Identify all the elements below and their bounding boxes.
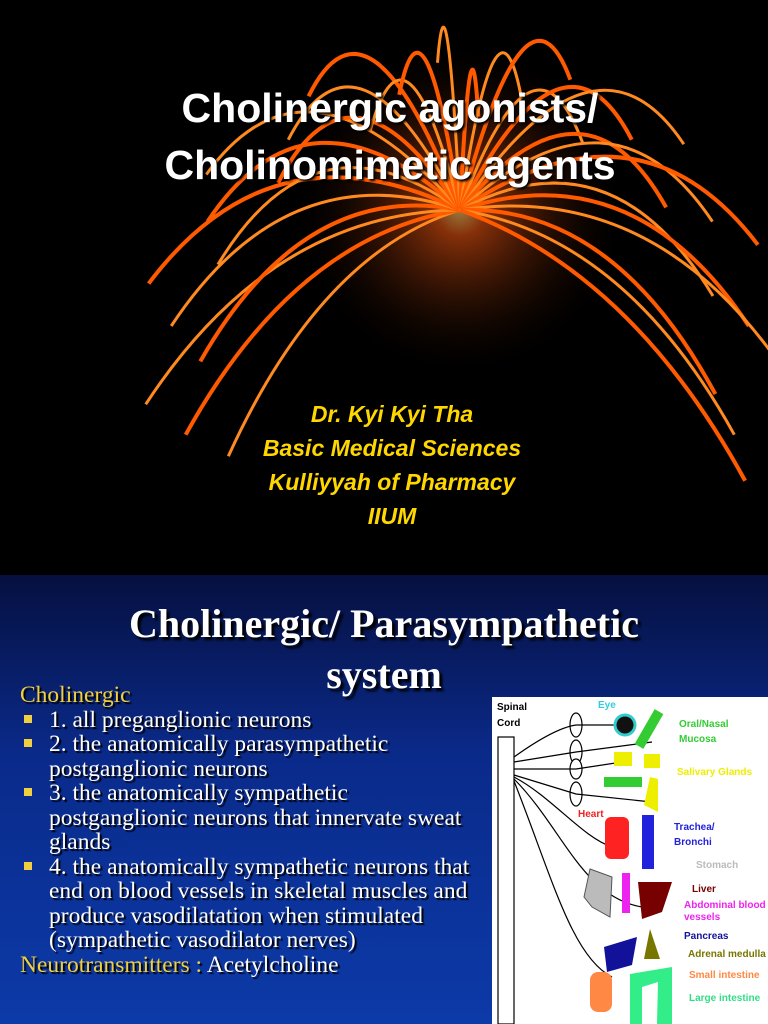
label-oral: Oral/Nasal [679, 719, 729, 730]
label-liver: Liver [692, 884, 716, 895]
burst-line [459, 207, 718, 396]
label-stomach: Stomach [696, 860, 738, 871]
bullet-list: Cholinergic 1. all preganglionic neurons… [20, 683, 490, 977]
department: Basic Medical Sciences [262, 435, 522, 461]
list-item: 3. the anatomically sympathetic postgang… [20, 781, 490, 855]
label-large-intestine: Large intestine [689, 993, 761, 1004]
content-slide: Cholinergic/ Parasympathetic system Chol… [0, 575, 768, 1024]
bullet-icon [24, 861, 32, 870]
burst-line [459, 204, 768, 351]
section-heading: Cholinergic [20, 682, 131, 708]
burst-line [459, 208, 747, 482]
label-spinal: Spinal [497, 702, 527, 713]
slide-title-line-1: Cholinergic/ Parasympathetic [129, 601, 639, 646]
burst-line [205, 140, 462, 223]
burst-line [368, 78, 462, 211]
burst-line [226, 208, 461, 457]
burst-line [205, 110, 462, 211]
label-eye: Eye [598, 700, 616, 711]
burst-line [435, 25, 462, 211]
burst-line [306, 52, 462, 211]
burst-line [286, 85, 462, 211]
burst-line [183, 208, 461, 436]
burst-line [458, 88, 686, 211]
burst-line [216, 166, 461, 266]
burst-line [169, 193, 461, 327]
burst-line [147, 175, 461, 285]
burst-line [459, 208, 736, 436]
neurotransmitter-line: Neurotransmitters : Acetylcholine [20, 951, 339, 978]
burst-line [458, 88, 585, 211]
burst-line [459, 181, 715, 297]
list-item: 1. all preganglionic neurons [20, 707, 490, 733]
label-cord: Cord [497, 718, 520, 729]
label-small-intestine: Small intestine [689, 970, 760, 981]
slide-title-line-2: Cholinomimetic agents [164, 142, 616, 188]
label-pancreas: Pancreas [684, 931, 729, 942]
bullet-icon [24, 788, 32, 796]
radiating-lines-graphic [144, 25, 768, 482]
slide-title-line-1: Cholinergic agonists/ [181, 85, 599, 131]
burst-line [458, 154, 760, 247]
burst-line [458, 67, 481, 211]
burst-line [458, 131, 668, 212]
slide-title-line-2: system [326, 652, 442, 697]
burst-line [459, 193, 751, 328]
title-slide: Cholinergic agonists/ Cholinomimetic age… [144, 25, 768, 529]
label-trachea: Trachea/ [674, 822, 715, 833]
label-adrenal: Adrenal medulla [688, 949, 766, 960]
bullet-icon [24, 714, 32, 723]
label-heart: Heart [578, 809, 604, 820]
label-bronchi: Bronchi [674, 837, 712, 848]
faculty: Kulliyyah of Pharmacy [268, 469, 516, 495]
burst-line [458, 51, 523, 211]
burst-line [458, 84, 634, 211]
label-vessels: vessels [684, 912, 721, 923]
list-item: 4. the anatomically sympathetic neurons … [20, 854, 470, 953]
bullet-icon [24, 739, 32, 747]
burst-line [276, 115, 462, 212]
university: IIUM [367, 503, 417, 529]
label-salivary: Salivary Glands [677, 767, 752, 778]
burst-line [198, 203, 461, 363]
list-item: 2. the anatomically parasympathetic post… [20, 732, 465, 781]
burst-line [397, 50, 462, 211]
author-name: Dr. Kyi Kyi Tha [310, 401, 474, 427]
label-mucosa: Mucosa [679, 734, 717, 745]
burst-line [144, 208, 461, 406]
burst-line [458, 141, 714, 223]
parasympathetic-diagram: Spinal Cord Eye Oral/Nasal Mucosa Saliva… [492, 697, 768, 1024]
burst-line [458, 38, 573, 211]
label-abdominal: Abdominal blood [684, 900, 766, 911]
